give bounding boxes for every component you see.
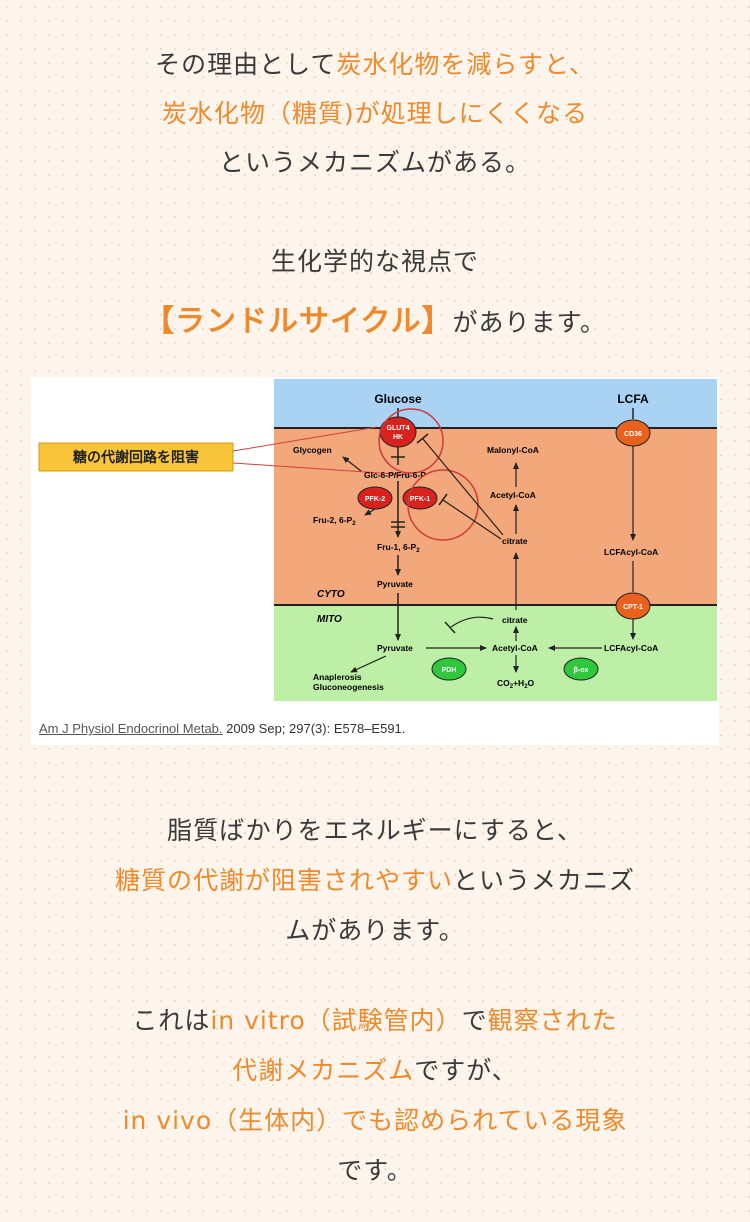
citrate-inhibit-pfk1-bar: [438, 493, 448, 506]
lipid-line-2: 糖質の代謝が阻害されやすいというメカニズ: [0, 856, 750, 906]
lcfa-label: LCFA: [617, 392, 649, 406]
vitro-line-3-a: in vivo（生体内）: [122, 1106, 343, 1135]
cd36-label: CD36: [624, 431, 642, 438]
vitro-line-2-a: 代謝メカニズム: [232, 1056, 415, 1085]
pyruvate-to-anaplerosis-arrow: [350, 655, 387, 673]
acetyl-inhibit-pdh-curve: [450, 616, 494, 628]
vitro-line-1: これはin vitro（試験管内）で観察された: [0, 996, 750, 1046]
glut4-highlight-circle: [378, 408, 444, 474]
citrate-inhibit-pfk1-line: [442, 499, 502, 540]
mitochondria-band: [274, 605, 717, 701]
intro-line-2: 炭水化物（糖質)が処理しにくくなる: [161, 99, 589, 128]
glycogen-arrow: [342, 456, 362, 472]
vitro-line-1-b: in vitro（試験管内）: [210, 1006, 462, 1035]
fru16-label: Fru-1, 6-P2: [377, 542, 420, 554]
citation-details: 2009 Sep; 297(3): E578–E591.: [222, 721, 406, 736]
citrate-mito-label: citrate: [502, 615, 528, 625]
callout-pointer-2: [232, 462, 410, 476]
lipid-line-2-a: 糖質の代謝が阻害されやすい: [114, 866, 453, 895]
citation-journal-link[interactable]: Am J Physiol Endocrinol Metab.: [39, 721, 223, 736]
citrate-inhibit-glut4-line: [422, 438, 504, 536]
hk-label: HK: [393, 434, 403, 441]
anaplerosis-label: Anaplerosis: [313, 672, 362, 682]
pathway-diagram: 糖の代謝回路を阻害 Glucose LCFA GLUT4 HK CD36 Gly…: [38, 379, 717, 701]
randle-line-2-b: があります。: [452, 308, 606, 337]
glucose-label: Glucose: [374, 392, 422, 406]
acetyl-inhibit-pdh-bar: [444, 621, 456, 634]
vitro-line-2: 代謝メカニズムですが、: [0, 1046, 750, 1096]
lcfacyl-mito-label: LCFAcyl-CoA: [604, 643, 658, 653]
pdh-enzyme: [431, 657, 467, 681]
vitro-line-1-c: で: [461, 1006, 488, 1035]
lipid-line-3: ムがあります。: [285, 916, 465, 945]
pfk2-label: PFK-2: [365, 496, 385, 503]
vitro-line-3: in vivo（生体内）でも認められている現象: [0, 1096, 750, 1146]
intro-line-3: というメカニズムがある。: [218, 148, 531, 177]
callout-pointer-1: [232, 426, 378, 452]
mito-label: MITO: [317, 614, 342, 625]
malonyl-coa-label: Malonyl-CoA: [487, 445, 539, 455]
vitro-line-1-a: これは: [132, 1006, 211, 1035]
pfk1-label: PFK-1: [410, 496, 430, 503]
fru26-label: Fru-2, 6-P2: [313, 515, 356, 527]
intro-line-1-b: 炭水化物を減らすと、: [336, 50, 595, 79]
lipid-line-1: 脂質ばかりをエネルギーにすると、: [167, 816, 583, 845]
lcfacyl-cyto-label: LCFAcyl-CoA: [604, 547, 658, 557]
citrate-inhibit-glut4-bar: [416, 433, 429, 444]
lipid-text: 脂質ばかりをエネルギーにすると、 糖質の代謝が阻害されやすいというメカニズ ムが…: [0, 806, 750, 956]
randle-cycle-figure: 糖の代謝回路を阻害 Glucose LCFA GLUT4 HK CD36 Gly…: [31, 377, 719, 745]
randle-heading: 生化学的な視点で 【ランドルサイクル】があります。: [0, 232, 750, 353]
cpt1-label: CPT-1: [623, 604, 643, 611]
pdh-label: PDH: [442, 667, 457, 674]
pfk1-enzyme: [402, 486, 438, 510]
randle-line-1: 生化学的な視点で: [270, 247, 479, 276]
intro-line-1: その理由として炭水化物を減らすと、: [0, 40, 750, 89]
citrate-cyto-label: citrate: [502, 536, 528, 546]
vitro-line-4: です。: [337, 1156, 413, 1185]
vitro-line-1-d: 観察された: [487, 1006, 618, 1035]
fru26-arrow: [364, 508, 376, 516]
randle-cycle-title: 【ランドルサイクル】: [143, 304, 453, 339]
vitro-vivo-text: これはin vitro（試験管内）で観察された 代謝メカニズムですが、 in v…: [0, 996, 750, 1196]
pyruvate-mito-label: Pyruvate: [377, 643, 413, 653]
callout-label: 糖の代謝回路を阻害: [73, 449, 199, 466]
beta-ox-label: β-ox: [574, 667, 589, 674]
acetyl-coa-cyto-label: Acetyl-CoA: [490, 490, 536, 500]
beta-ox-enzyme: [563, 657, 599, 681]
glut4-label: GLUT4: [387, 425, 410, 432]
glc6p-label: Glc-6-P/Fru-6-P: [364, 470, 426, 480]
callout-box: [38, 442, 234, 472]
randle-line-2: 【ランドルサイクル】があります。: [0, 292, 750, 353]
vitro-line-3-b: でも認められている現象: [342, 1106, 628, 1135]
lipid-line-2-b: というメカニズ: [453, 866, 636, 895]
intro-text: その理由として炭水化物を減らすと、 炭水化物（糖質)が処理しにくくなる というメ…: [0, 40, 750, 187]
figure-citation: Am J Physiol Endocrinol Metab. 2009 Sep;…: [39, 721, 405, 736]
acetyl-coa-mito-label: Acetyl-CoA: [492, 643, 538, 653]
pyruvate-cyto-label: Pyruvate: [377, 579, 413, 589]
extracellular-band: [274, 379, 717, 428]
glycogen-label: Glycogen: [293, 445, 332, 455]
cyto-label: CYTO: [317, 589, 345, 600]
co2-h2o-label: CO2+H2O: [497, 678, 535, 690]
vitro-line-2-b: ですが、: [414, 1056, 518, 1085]
intro-line-1-a: その理由として: [155, 50, 337, 79]
gluconeogenesis-label: Gluconeogenesis: [313, 682, 384, 692]
